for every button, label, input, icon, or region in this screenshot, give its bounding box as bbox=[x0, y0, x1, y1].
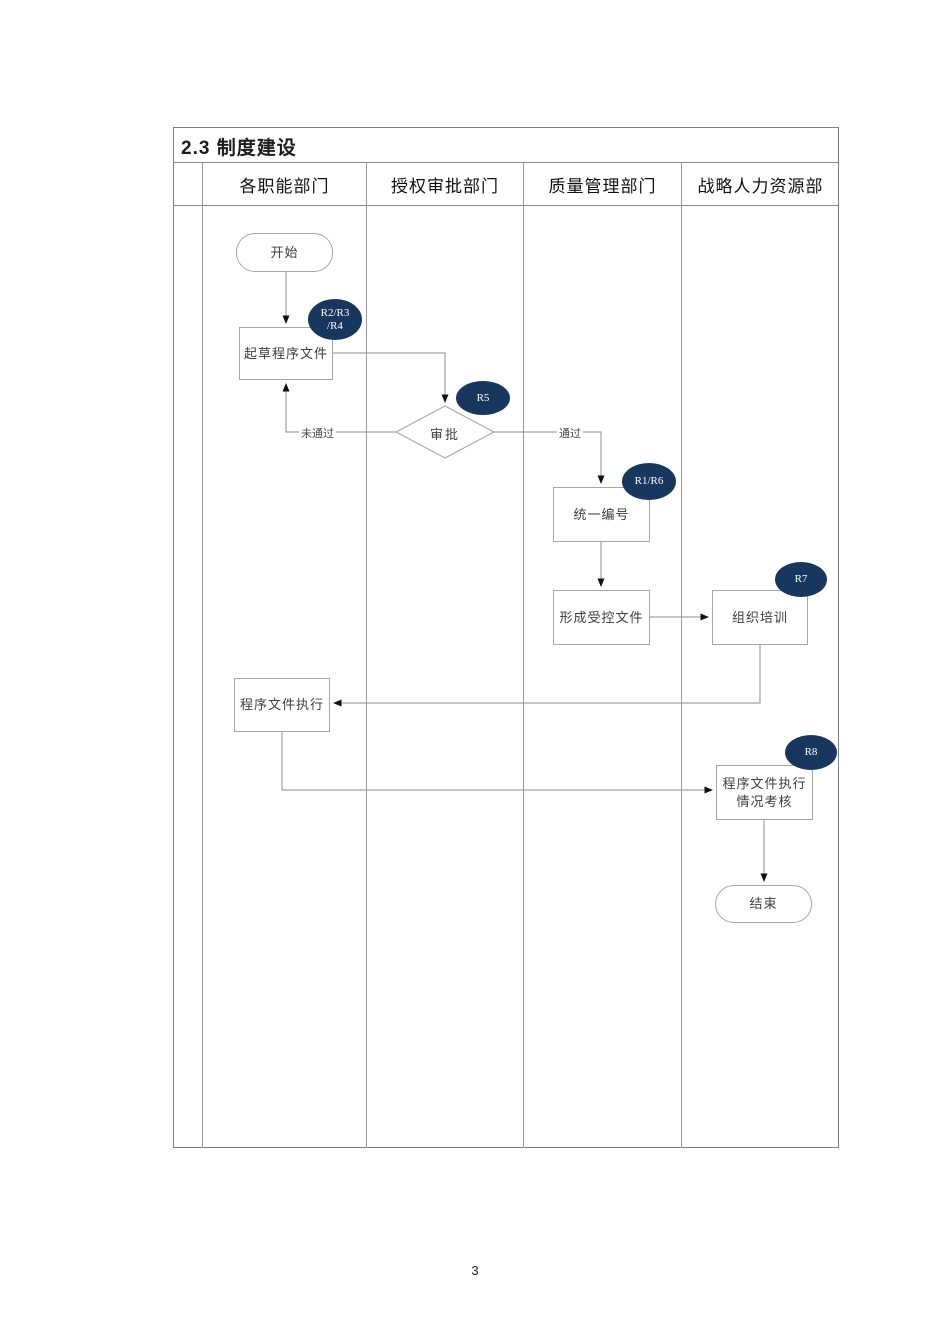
index-column-divider bbox=[202, 162, 203, 1148]
approval-decision-label: 审批 bbox=[429, 427, 460, 442]
lane-header-authorization-approval: 授权审批部门 bbox=[391, 176, 499, 196]
badge-r2-r3-r4: R2/R3 /R4 bbox=[308, 299, 362, 340]
badge-r8: R8 bbox=[785, 735, 837, 770]
title-row-divider bbox=[173, 162, 839, 163]
organize-training-node: 组织培训 bbox=[712, 590, 808, 645]
edge-label-approved: 通过 bbox=[557, 425, 583, 441]
decision-diamond bbox=[394, 405, 496, 459]
lane-header-quality-management: 质量管理部门 bbox=[548, 176, 657, 196]
badge-r5: R5 bbox=[456, 381, 510, 415]
procedure-execution-node: 程序文件执行 bbox=[234, 678, 330, 732]
lane-header-strategic-hr: 战略人力资源部 bbox=[697, 176, 824, 196]
flowchart-frame bbox=[173, 127, 839, 1148]
draft-procedure-node: 起草程序文件 bbox=[239, 327, 333, 380]
section-title: 2.3 制度建设 bbox=[181, 137, 297, 159]
lane-divider-2 bbox=[523, 162, 524, 1148]
lane-divider-3 bbox=[681, 162, 682, 1148]
badge-r7: R7 bbox=[775, 562, 827, 597]
lane-divider-1 bbox=[366, 162, 367, 1148]
execution-assessment-node: 程序文件执行情况考核 bbox=[716, 765, 813, 820]
start-node: 开始 bbox=[236, 233, 333, 272]
badge-r1-r6: R1/R6 bbox=[622, 463, 676, 500]
controlled-document-node: 形成受控文件 bbox=[553, 590, 650, 645]
page-number: 3 bbox=[471, 1263, 479, 1278]
lane-header-functional-departments: 各职能部门 bbox=[239, 176, 330, 196]
edge-label-rejected: 未通过 bbox=[299, 425, 336, 441]
unified-numbering-node: 统一编号 bbox=[553, 487, 650, 542]
header-row-divider bbox=[173, 205, 839, 206]
end-node: 结束 bbox=[715, 885, 812, 923]
